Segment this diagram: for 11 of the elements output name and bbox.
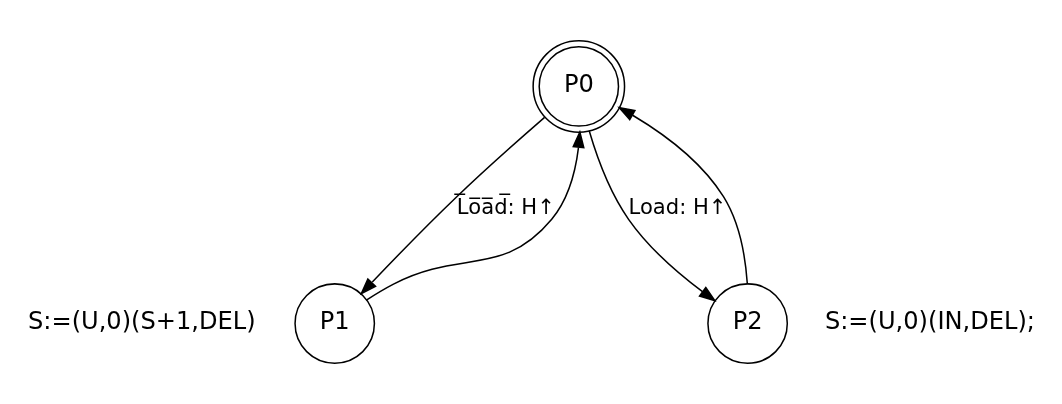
arrow [588, 130, 717, 303]
edge-label: L̅o̅a̅d̅: H↑ [456, 193, 555, 219]
node-circle: P1 [294, 283, 376, 364]
edge-label: Load: H↑ [628, 193, 727, 219]
arrow [365, 129, 585, 301]
node-label: S:=(U,0)(IN,DEL); [824, 307, 1035, 336]
arrow [359, 116, 546, 296]
node-circle: P2 [707, 283, 789, 364]
arrow [617, 106, 749, 285]
node-circle: P0 [532, 40, 626, 133]
node-label: S:=(U,0)(S+1,DEL) [28, 307, 256, 336]
